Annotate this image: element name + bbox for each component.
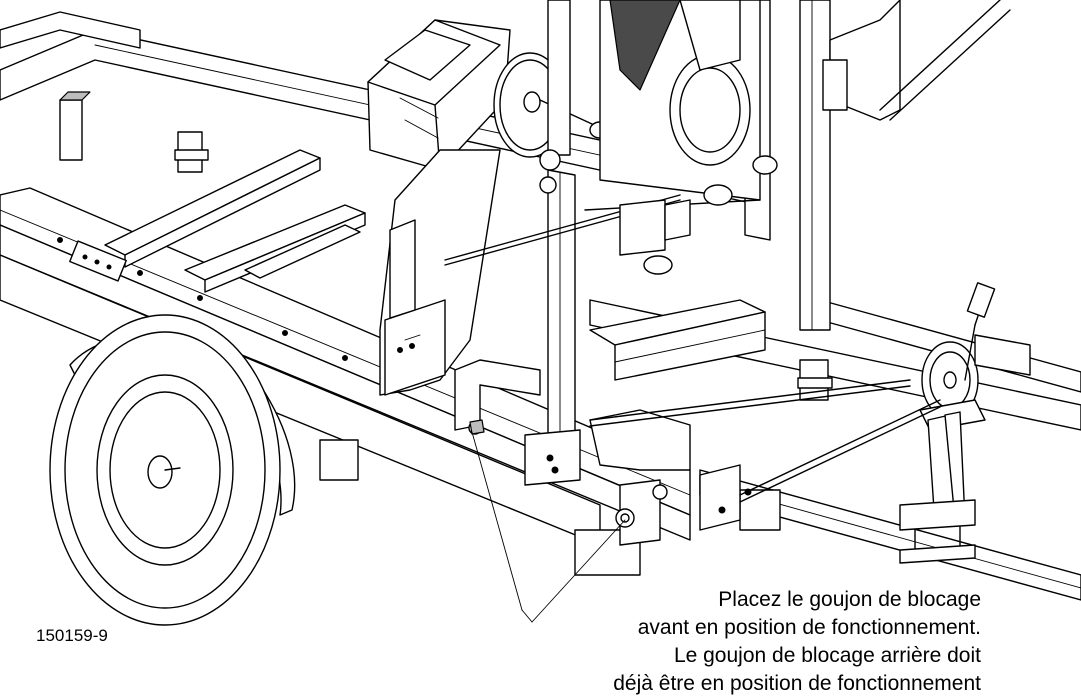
callout-text: Placez le goujon de blocage avant en pos… [613,586,981,698]
battery-box [367,19,511,171]
log-stops [59,91,833,401]
callout-line: Le goujon de blocage arrière doit [673,644,981,667]
jack-stand [899,411,976,564]
cross-bunks [104,149,766,381]
callout-line: déjà être en position de fonctionnement [613,672,981,695]
callout-line: avant en position de fonctionnement. [637,616,981,639]
trailer-wheel [49,314,296,626]
front-carriage-foot [454,359,752,546]
winch [919,282,1031,431]
callout-line: Placez le goujon de blocage [718,588,981,611]
cross-shaft [444,149,778,275]
front-cross-bars [589,379,941,503]
saw-head [599,0,1011,201]
callout-leaders [471,431,626,623]
mast-bracket [379,149,501,396]
figure-id: 150159-9 [36,626,108,645]
